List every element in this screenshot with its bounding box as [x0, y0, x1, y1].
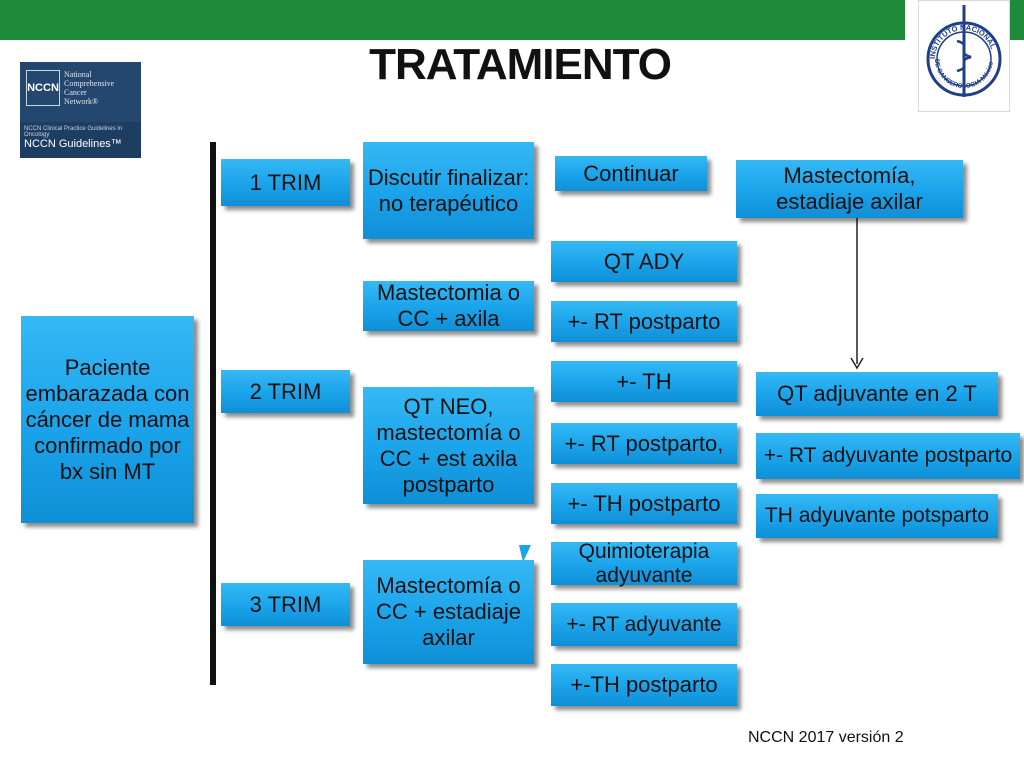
- trim-3-item: +-TH postparto: [551, 664, 737, 706]
- trim-1-result: QT adjuvante en 2 T: [756, 372, 998, 416]
- nccn-logo-line: Comprehensive: [64, 79, 115, 88]
- trim-2-option-b-item: +- TH: [551, 361, 737, 402]
- institute-seal: INSTITUTO NACIONAL DE CANCEROLOGIA Méxic…: [918, 0, 1010, 112]
- decorative-wedge: [519, 545, 531, 562]
- trim-2-option-a-item: +- RT postparto: [551, 301, 737, 342]
- nccn-logo-line: National: [64, 70, 92, 79]
- trim-1-box: 1 TRIM: [221, 159, 350, 206]
- nccn-logo-guidelines: NCCN Guidelines™: [24, 138, 122, 150]
- patient-box: Paciente embarazada con cáncer de mama c…: [21, 316, 194, 523]
- trim-2-option-a-item: QT ADY: [551, 241, 737, 282]
- header-bar: [0, 0, 905, 40]
- nccn-logo-top: [20, 62, 141, 122]
- source-footer: NCCN 2017 versión 2: [748, 729, 904, 746]
- nccn-logo-lines: National Comprehensive Cancer Network®: [64, 70, 138, 106]
- trim-2-option-b-item: +- TH postparto: [551, 483, 737, 524]
- trimester-bar: [210, 142, 216, 685]
- trim-2-box: 2 TRIM: [221, 370, 350, 413]
- trim-1-result-item: +- RT adyuvante postparto: [756, 433, 1020, 479]
- trim-3-option: Mastectomía o CC + estadiaje axilar: [363, 560, 534, 664]
- trim-3-box: 3 TRIM: [221, 583, 350, 626]
- nccn-logo-line: Network®: [64, 97, 99, 106]
- trim-1-next: Mastectomía, estadiaje axilar: [736, 160, 963, 218]
- nccn-logo-line: Cancer: [64, 88, 87, 97]
- seal-icon: INSTITUTO NACIONAL DE CANCEROLOGIA Méxic…: [926, 5, 1002, 97]
- trim-2-option-b-item: +- RT postparto,: [551, 423, 737, 464]
- trim-2-option-a: Mastectomia o CC + axila: [363, 280, 534, 331]
- arrow-head-icon: [850, 357, 864, 370]
- trim-3-item: +- RT adyuvante: [551, 603, 737, 646]
- trim-1-continue: Continuar: [555, 156, 707, 191]
- nccn-logo: NCCN National Comprehensive Cancer Netwo…: [20, 62, 141, 158]
- nccn-logo-mark: NCCN: [26, 70, 60, 106]
- trim-1-result-item: TH adyuvante potsparto: [756, 494, 998, 538]
- trim-1-decision: Discutir finalizar: no terapéutico: [363, 142, 534, 239]
- nccn-logo-subtitle: NCCN Clinical Practice Guidelines in Onc…: [24, 126, 123, 138]
- trim-2-option-b: QT NEO, mastectomía o CC + est axila pos…: [363, 387, 534, 504]
- trim-3-item: Quimioterapia adyuvante: [551, 540, 737, 587]
- page-title: TRATAMIENTO: [369, 40, 672, 89]
